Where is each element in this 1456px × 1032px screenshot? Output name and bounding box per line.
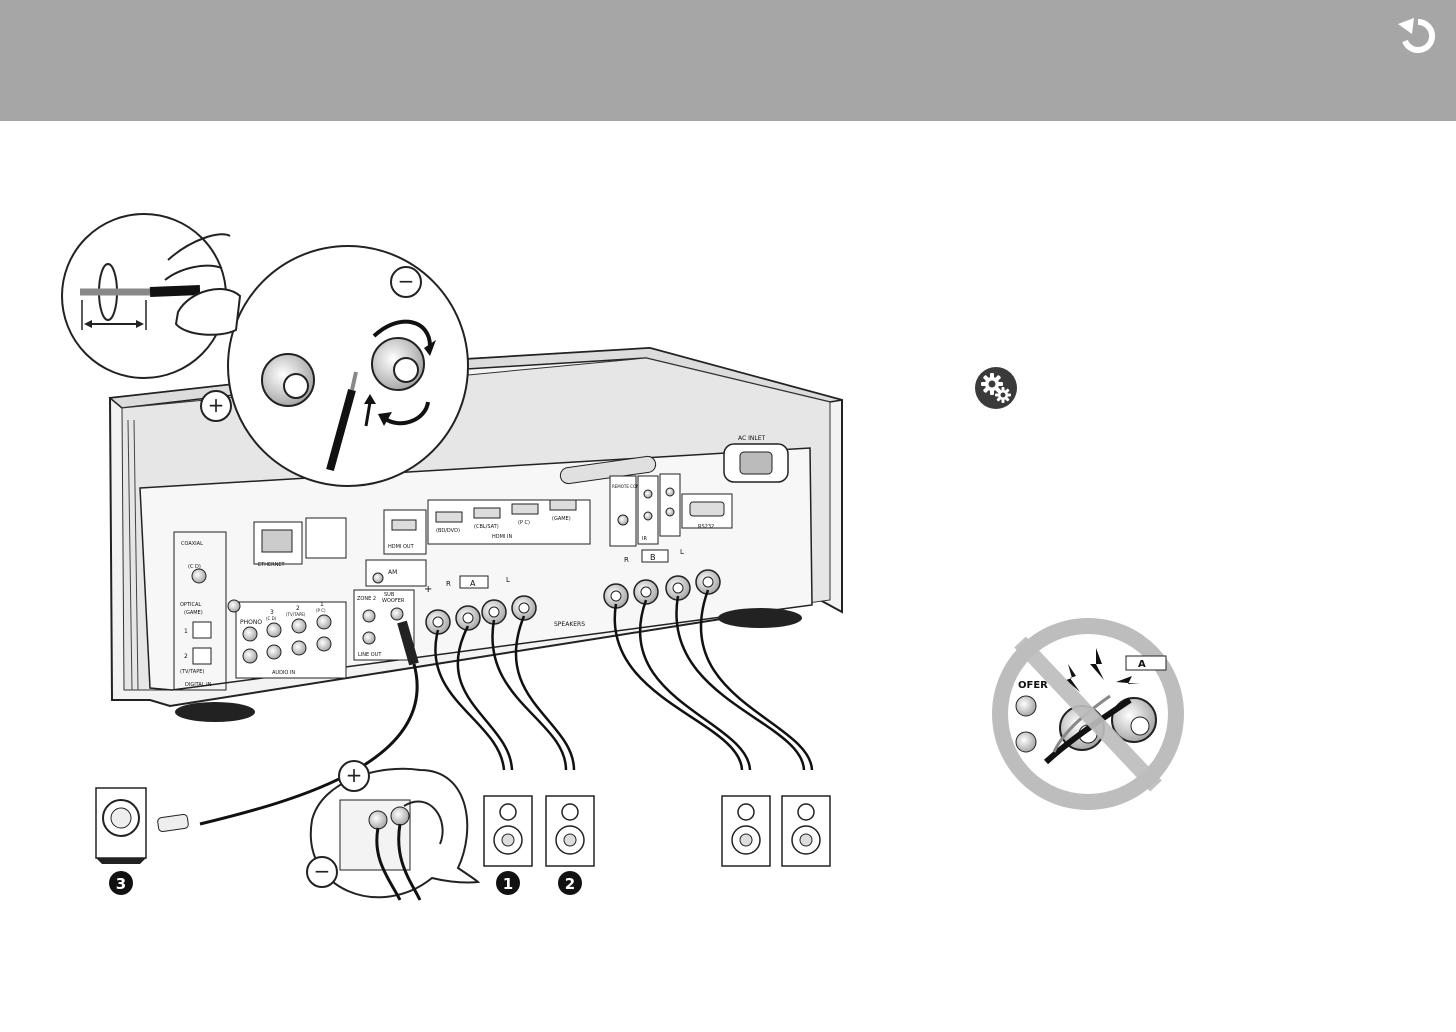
minus-marker-top: − xyxy=(391,267,421,297)
hdmi3-label: (P C) xyxy=(518,520,530,526)
in2-label: 2 xyxy=(296,605,300,612)
hdmi-in-label: HDMI IN xyxy=(492,534,512,540)
minus-marker-top-label: − xyxy=(398,269,415,293)
audio-in-label: AUDIO IN xyxy=(272,670,295,676)
in1-label: 1 xyxy=(320,601,324,608)
hdmi-out-label: HDMI OUT xyxy=(388,544,415,550)
prohibited-short-circuit: OFER A xyxy=(992,618,1184,810)
marker-1-label: 1 xyxy=(503,875,513,893)
subwoofer xyxy=(96,788,146,864)
in3-sub-label: (C D) xyxy=(266,616,277,621)
return-arrow-icon[interactable] xyxy=(1396,14,1440,58)
spk-b-label: B xyxy=(650,553,656,562)
marker-1: 1 xyxy=(496,871,520,895)
in3-label: 3 xyxy=(270,609,274,616)
connection-diagram: COAXIAL (C D) OPTICAL (GAME) 1 2 (TV/TAP… xyxy=(0,121,1456,1032)
spk-b-r-label: R xyxy=(624,556,629,564)
insert-callout xyxy=(311,769,478,900)
spk-a-l-label: L xyxy=(506,576,510,584)
digital-in-label: DIGITAL IN xyxy=(185,682,212,688)
marker-3: 3 xyxy=(109,871,133,895)
spk-a-r-label: R xyxy=(446,580,451,588)
line-out-label: LINE OUT xyxy=(358,652,382,658)
spk-a-plus-label: + xyxy=(424,584,432,595)
am-label: AM xyxy=(388,569,397,576)
audio-in-block: PHONO 3 (C D) 2 (TV/TAPE) 1 (P C) AUDIO … xyxy=(228,600,346,678)
plus-marker-top: + xyxy=(201,391,231,421)
in2-sub-label: (TV/TAPE) xyxy=(286,612,306,617)
marker-2-label: 2 xyxy=(565,875,575,893)
coaxial-label: COAXIAL xyxy=(181,541,203,547)
optical-label: OPTICAL xyxy=(180,602,201,608)
gear-icon[interactable] xyxy=(974,366,1018,410)
hdmi2-label: (CBL/SAT) xyxy=(474,524,499,530)
hdmi4-label: (GAME) xyxy=(552,516,571,522)
zone2-label: ZONE 2 xyxy=(357,596,376,602)
speaker-b-1 xyxy=(722,796,770,866)
phono-label: PHONO xyxy=(240,619,262,626)
rs232-label: RS232 xyxy=(698,524,714,530)
in1-sub-label: (P C) xyxy=(316,608,326,613)
plus-marker-bottom-label: + xyxy=(346,763,363,787)
plus-marker-top-label: + xyxy=(208,393,225,417)
optical-1-label: 1 xyxy=(184,628,188,635)
spk-b-l-label: L xyxy=(680,548,684,556)
subwoofer-label-b: WOOFER xyxy=(382,598,405,604)
ethernet-label: ETHERNET xyxy=(258,562,286,568)
minus-marker-bottom: − xyxy=(307,857,337,887)
optical-game-label: (GAME) xyxy=(184,610,203,616)
speaker-front-2 xyxy=(546,796,594,866)
marker-3-label: 3 xyxy=(116,875,126,893)
minus-marker-bottom-label: − xyxy=(314,859,331,883)
speaker-front-1 xyxy=(484,796,532,866)
spk-a-label: A xyxy=(470,579,476,588)
optical-tv-label: (TV/TAPE) xyxy=(180,669,204,675)
speaker-b-2 xyxy=(782,796,830,866)
top-bar xyxy=(0,0,1456,121)
prohibited-a-label: A xyxy=(1138,659,1146,670)
plus-marker-bottom: + xyxy=(339,761,369,791)
speakers-label: SPEAKERS xyxy=(554,621,585,628)
ir-label: IR xyxy=(642,536,647,542)
hdmi1-label: (BD/DVD) xyxy=(436,528,460,534)
prohibited-fer-label: OFER xyxy=(1018,680,1048,691)
optical-2-label: 2 xyxy=(184,653,188,660)
ac-inlet-label: AC INLET xyxy=(738,435,765,442)
marker-2: 2 xyxy=(558,871,582,895)
